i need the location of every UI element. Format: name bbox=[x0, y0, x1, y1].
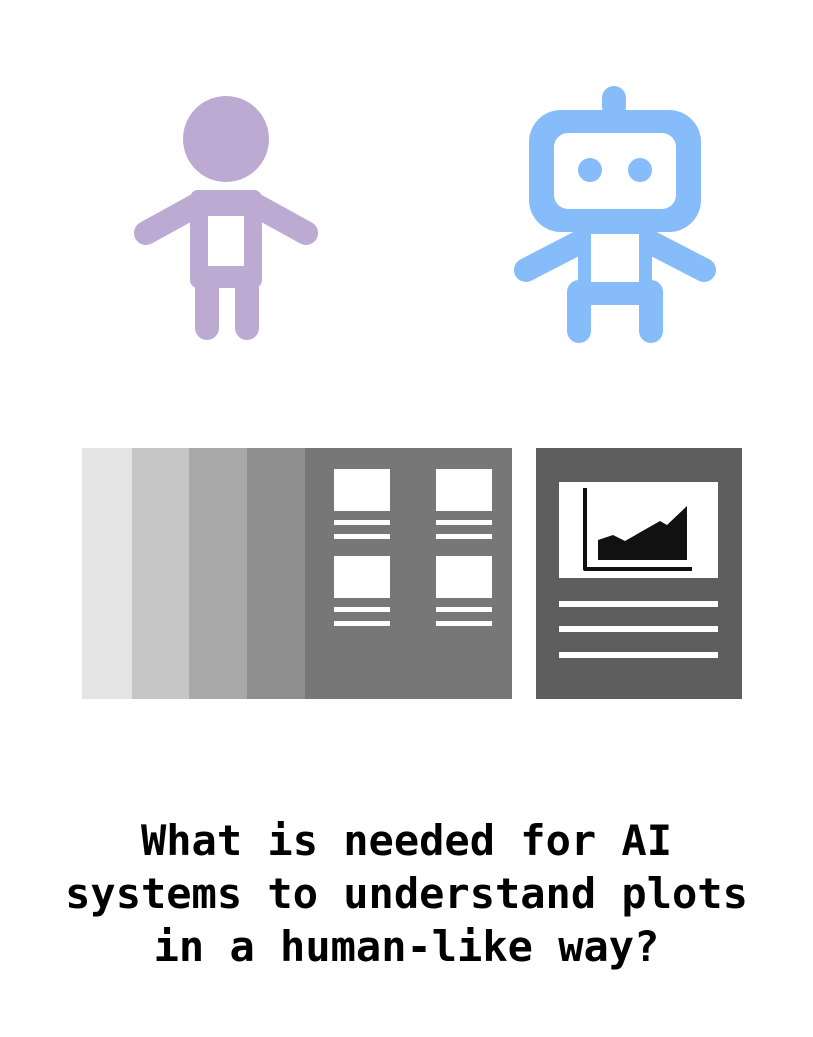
thumbnail-line bbox=[436, 607, 492, 612]
thumbnail-image bbox=[436, 469, 492, 511]
stack-layer-4 bbox=[247, 448, 313, 699]
chart-document-text-line bbox=[559, 601, 718, 607]
thumbnail-line bbox=[334, 534, 390, 539]
chart-document-icon bbox=[536, 448, 742, 699]
robot-right-eye bbox=[628, 158, 652, 182]
robot-chest-panel bbox=[591, 234, 639, 282]
robot-left-eye bbox=[578, 158, 602, 182]
thumbnail-image bbox=[334, 556, 390, 598]
robot-right-leg bbox=[639, 280, 663, 343]
robot-right-arm bbox=[634, 228, 716, 282]
child-left-leg bbox=[195, 270, 219, 340]
robot-face bbox=[554, 133, 676, 209]
chart-document-text-line bbox=[559, 626, 718, 632]
robot-left-arm bbox=[514, 228, 596, 282]
stack-layer-2 bbox=[132, 448, 198, 699]
child-chest-panel bbox=[208, 216, 244, 266]
thumbnail-line bbox=[436, 534, 492, 539]
child-figure-icon bbox=[134, 96, 318, 340]
robot-figure-icon bbox=[514, 86, 716, 343]
child-head bbox=[183, 96, 269, 182]
thumbnail-image bbox=[436, 556, 492, 598]
caption-line-1: What is needed for AI bbox=[140, 816, 672, 865]
thumbnail-line bbox=[436, 520, 492, 525]
stack-layer-3 bbox=[189, 448, 255, 699]
child-right-arm bbox=[245, 194, 318, 245]
thumbnail-line bbox=[334, 607, 390, 612]
chart-panel bbox=[559, 482, 718, 578]
document-stack-icon bbox=[82, 448, 512, 699]
caption-question: What is needed for AI systems to underst… bbox=[0, 814, 813, 973]
thumbnail-image bbox=[334, 469, 390, 511]
chart-axes bbox=[583, 488, 692, 571]
chart-document-text-line bbox=[559, 652, 718, 658]
front-page-thumbnails bbox=[334, 469, 492, 626]
thumbnail-line bbox=[334, 621, 390, 626]
child-right-leg bbox=[235, 270, 259, 340]
caption-line-3: in a human-like way? bbox=[153, 922, 660, 971]
child-left-arm bbox=[134, 194, 207, 245]
robot-left-leg bbox=[567, 280, 591, 343]
thumbnail-line bbox=[436, 621, 492, 626]
thumbnail-line bbox=[334, 520, 390, 525]
chart-area-shape bbox=[598, 506, 687, 560]
caption-line-2: systems to understand plots bbox=[65, 869, 748, 918]
